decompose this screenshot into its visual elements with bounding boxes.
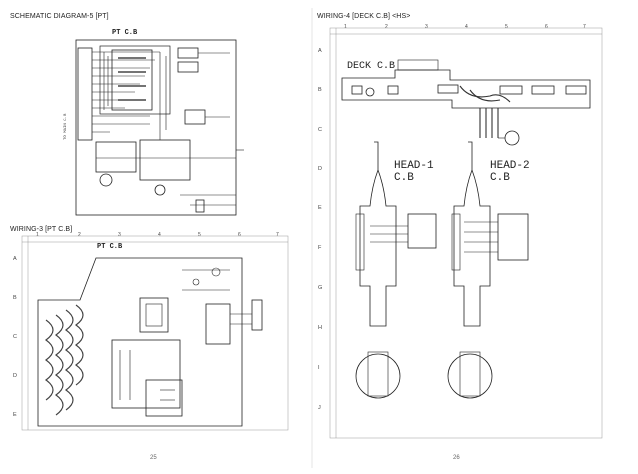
- deck-board: [341, 59, 591, 146]
- w4-row-b: B: [318, 87, 322, 93]
- head2-label-1: HEAD-2: [490, 160, 530, 172]
- w3-col-7: 7: [276, 232, 279, 238]
- w4-col-6: 6: [545, 24, 548, 30]
- wiring4-frame: [329, 27, 603, 439]
- w3-row-c: C: [13, 334, 17, 340]
- w3-col-6: 6: [238, 232, 241, 238]
- w4-row-c: C: [318, 127, 322, 133]
- head2-label-2: C.B: [490, 172, 510, 184]
- w4-col-3: 3: [425, 24, 428, 30]
- wiring4-title: WIRING-4 [DECK C.B] <HS>: [317, 13, 411, 20]
- deck-board-label: DECK C.B: [347, 61, 396, 72]
- schematic-board-label: PT C.B: [112, 29, 138, 37]
- wiring3-frame: [21, 235, 289, 431]
- w4-row-f: F: [318, 245, 322, 251]
- w3-row-a: A: [13, 256, 17, 262]
- wiring3-board-label: PT C.B: [97, 243, 123, 251]
- schematic-diagram: [75, 39, 244, 216]
- w4-col-5: 5: [505, 24, 508, 30]
- w4-row-g: G: [318, 285, 323, 291]
- w4-col-2: 2: [385, 24, 388, 30]
- head1-label-1: HEAD-1: [394, 160, 434, 172]
- svg-text:TO MAIN C.B: TO MAIN C.B: [64, 113, 68, 140]
- w3-col-3: 3: [118, 232, 121, 238]
- w4-row-a: A: [318, 48, 322, 54]
- w4-col-1: 1: [344, 24, 347, 30]
- w3-row-e: E: [13, 412, 17, 418]
- w3-col-2: 2: [78, 232, 81, 238]
- head1-label-2: C.B: [394, 172, 414, 184]
- head1-board: [355, 141, 437, 399]
- w4-col-7: 7: [583, 24, 586, 30]
- w3-row-d: D: [13, 373, 17, 379]
- schematic-title: SCHEMATIC DIAGRAM-5 [PT]: [10, 13, 109, 20]
- w3-col-1: 1: [36, 232, 39, 238]
- w4-row-d: D: [318, 166, 322, 172]
- w4-row-h: H: [318, 325, 322, 331]
- wiring3-title: WIRING-3 [PT C.B]: [10, 226, 73, 233]
- page-number-right: 26: [453, 455, 460, 461]
- w3-col-4: 4: [158, 232, 161, 238]
- w4-col-4: 4: [465, 24, 468, 30]
- w3-col-5: 5: [198, 232, 201, 238]
- w4-row-i: I: [318, 365, 320, 371]
- wiring3-board: [37, 257, 263, 427]
- head2-board: [447, 141, 529, 399]
- page-number-left: 25: [150, 455, 157, 461]
- w4-row-j: J: [318, 405, 321, 411]
- w4-row-e: E: [318, 205, 322, 211]
- w3-row-b: B: [13, 295, 17, 301]
